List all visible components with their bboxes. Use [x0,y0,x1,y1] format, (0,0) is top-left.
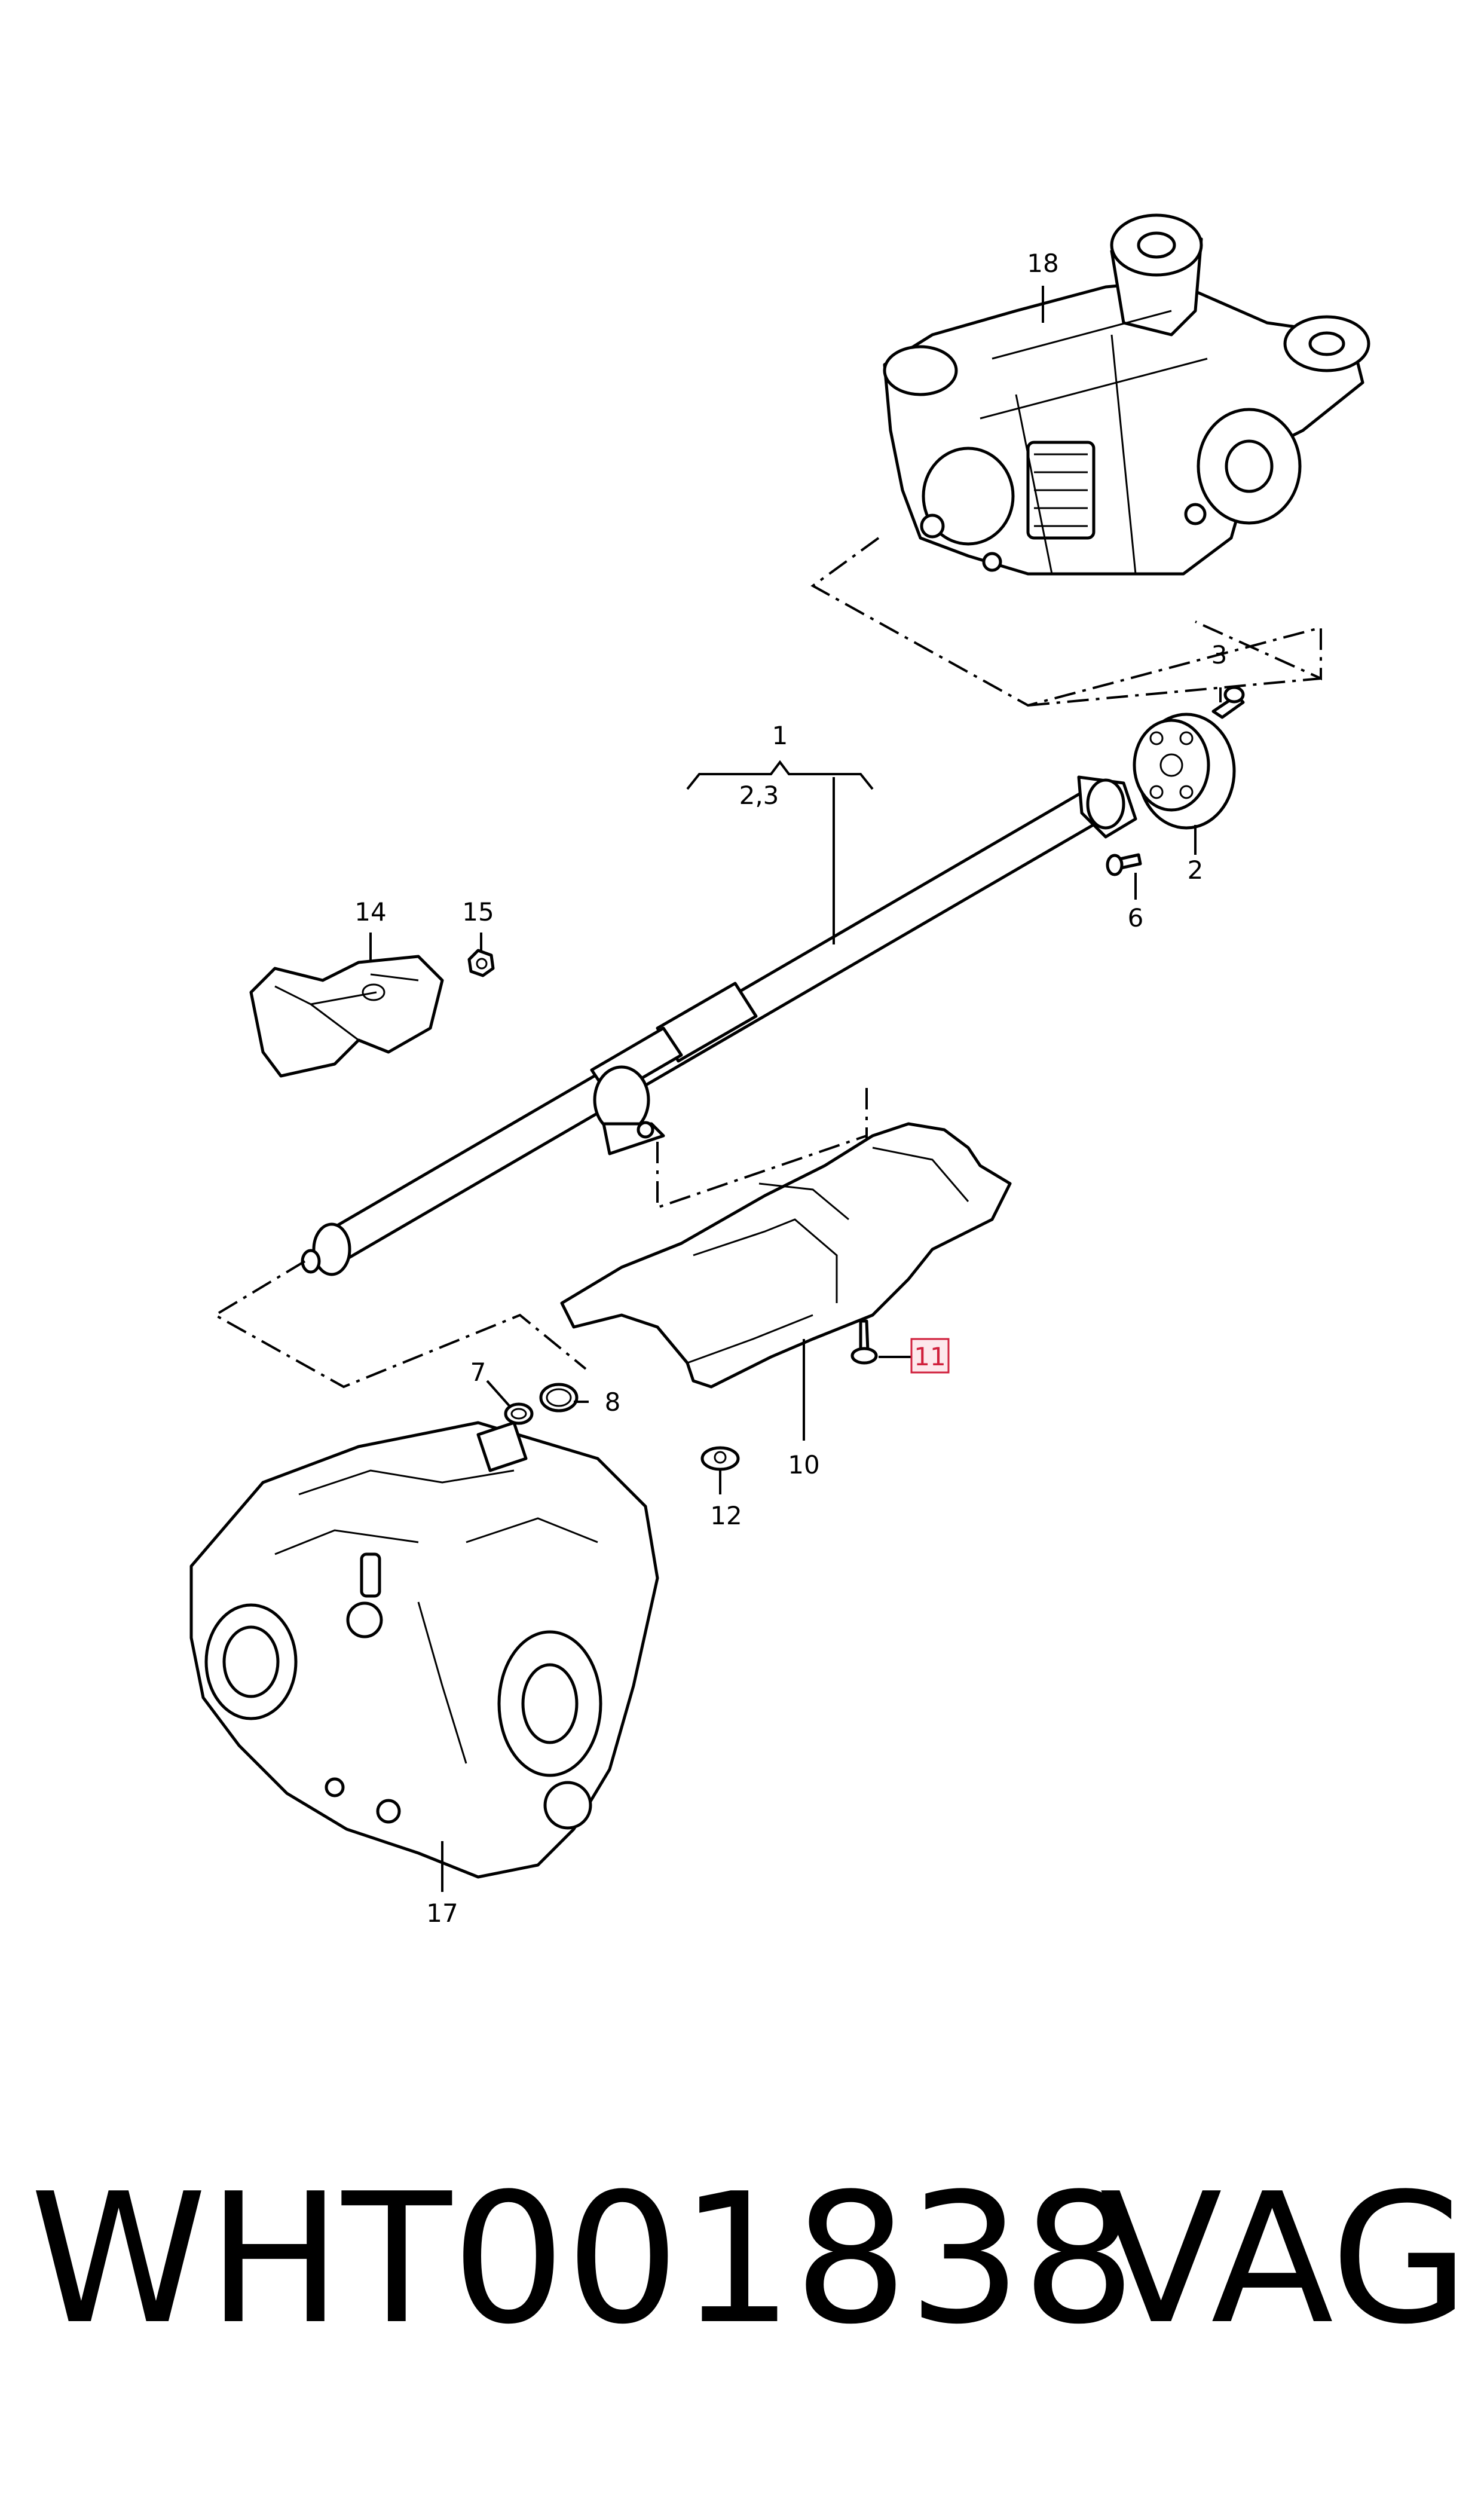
callout-11-highlight [910,1338,950,1374]
callout-17: 17 [426,1899,458,1928]
flex-disc [1133,713,1236,830]
bolt-3 [1211,686,1245,719]
diff-dashed-outline [810,537,1322,707]
callout-10: 10 [788,1450,819,1479]
callout-6: 6 [1128,903,1144,933]
callout-3: 3 [1211,640,1228,669]
callout-2-3: 2,3 [739,781,779,810]
brand-name: VAG [1100,2155,1470,2364]
part-number: WHT001838 [30,2155,1136,2364]
leader-lines [369,286,1222,1892]
gearbox [189,1421,659,1879]
callout-1: 1 [772,721,788,750]
seal-7 [504,1402,534,1425]
rear-differential [883,213,1370,576]
screw-11 [850,1319,878,1365]
ring-8 [539,1383,579,1413]
callout-12: 12 [710,1501,742,1530]
callout-2: 2 [1188,855,1204,885]
callout-15: 15 [462,897,494,927]
propshaft [301,775,1137,1276]
bracket-14 [249,955,444,1078]
callout-labels: 1 2,3 2 3 6 7 8 10 11 12 14 15 17 18 [354,249,1227,1928]
callout-18: 18 [1027,249,1058,278]
nut-15 [467,949,495,977]
callout-14: 14 [354,897,386,927]
callout-8: 8 [605,1387,621,1417]
bolt-6 [1106,853,1142,876]
exploded-parts-diagram: 1 2,3 2 3 6 7 8 10 11 12 14 15 17 18 [189,213,1370,1928]
heat-shield [560,1122,1012,1389]
nut-12 [700,1446,740,1471]
callout-11: 11 [914,1342,946,1371]
callout-7: 7 [470,1358,486,1387]
